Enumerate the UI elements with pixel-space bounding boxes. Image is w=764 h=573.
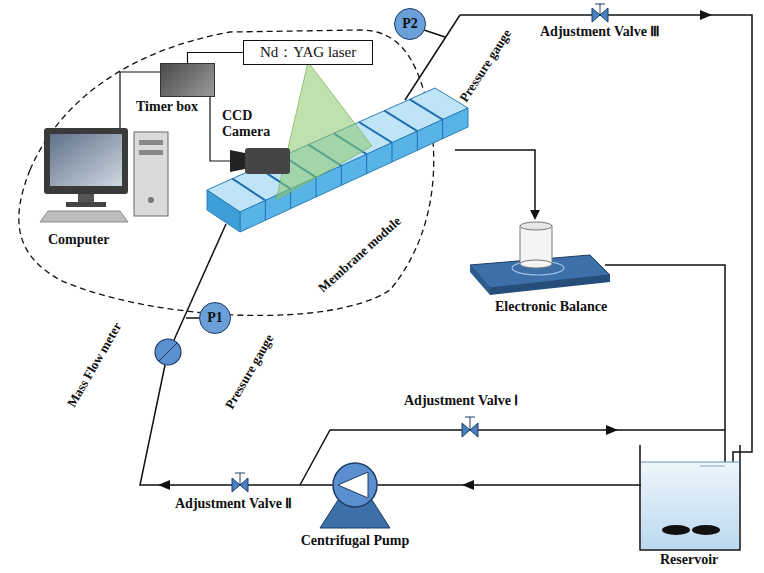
channel-divider bbox=[442, 120, 443, 139]
timer-box: Timer box bbox=[160, 63, 215, 97]
channel-divider bbox=[366, 154, 367, 173]
channel-divider bbox=[232, 179, 265, 201]
mass-flow-meter bbox=[155, 339, 181, 365]
pipe bbox=[140, 15, 752, 485]
reservoir bbox=[641, 462, 739, 463]
reservoir bbox=[662, 525, 690, 535]
centrifugal-pump bbox=[338, 472, 368, 498]
node-text: P2 bbox=[402, 16, 418, 32]
ccd-camera bbox=[245, 148, 290, 174]
electronic-balance bbox=[520, 260, 552, 268]
part-label: Centrifugal Pump bbox=[301, 533, 410, 549]
mass-flow-meter bbox=[159, 343, 177, 361]
centrifugal-pump bbox=[320, 463, 390, 528]
computer-symbol bbox=[78, 194, 94, 202]
node-text: Nd：YAG laser bbox=[260, 43, 356, 62]
part-label: Pressure gauge bbox=[457, 27, 515, 105]
adjustment-valve bbox=[235, 473, 245, 474]
flow-arrow bbox=[530, 210, 540, 220]
computer-symbol bbox=[139, 140, 163, 145]
electronic-balance bbox=[470, 265, 490, 295]
adjustment-valve bbox=[232, 4, 608, 492]
electronic-balance bbox=[520, 222, 552, 230]
reservoir bbox=[640, 445, 740, 550]
pipe bbox=[186, 317, 199, 319]
channel-divider bbox=[265, 200, 266, 220]
electronic-balance bbox=[470, 222, 610, 295]
computer-symbol bbox=[40, 211, 128, 222]
adjustment-valve bbox=[240, 473, 241, 485]
flow-arrow bbox=[606, 425, 618, 435]
signal-wire bbox=[188, 53, 244, 64]
node-text: P1 bbox=[207, 310, 223, 326]
laser-box: Nd：YAG laser bbox=[243, 40, 373, 65]
part-label: Adjustment Valve Ⅱ bbox=[175, 496, 292, 512]
ccd-camera bbox=[230, 150, 245, 172]
laser-sheet bbox=[276, 62, 372, 200]
reservoir bbox=[641, 462, 739, 549]
part-label: Membrane module bbox=[316, 214, 405, 296]
pipe bbox=[455, 150, 535, 214]
computer-symbol bbox=[66, 202, 106, 207]
channel-divider bbox=[392, 143, 393, 162]
flow-arrow bbox=[158, 480, 170, 490]
membrane-module bbox=[207, 190, 240, 232]
computer-symbol bbox=[139, 150, 163, 155]
reservoir bbox=[640, 445, 740, 550]
reservoir bbox=[692, 525, 720, 535]
electronic-balance bbox=[520, 226, 552, 264]
dashed-region bbox=[19, 30, 434, 315]
part-label: Mass Flow meter bbox=[65, 320, 126, 410]
part-label: Pressure gauge bbox=[223, 332, 278, 412]
box-heading: Timer box bbox=[136, 99, 198, 115]
computer-symbol bbox=[50, 134, 122, 186]
adjustment-valve bbox=[600, 4, 601, 15]
computer-symbol bbox=[134, 132, 168, 216]
pressure-gauge-circle: P2 bbox=[394, 8, 426, 40]
part-label: Electronic Balance bbox=[495, 299, 607, 315]
flow-arrow bbox=[158, 10, 738, 490]
flow-arrow bbox=[700, 10, 712, 20]
ccd-camera bbox=[230, 148, 290, 174]
centrifugal-pump bbox=[333, 463, 377, 507]
channel-divider bbox=[410, 99, 443, 119]
part-label: Adjustment Valve Ⅲ bbox=[540, 24, 660, 40]
reservoir bbox=[700, 466, 725, 467]
adjustment-valve bbox=[595, 4, 605, 5]
channel-divider bbox=[316, 177, 317, 197]
channel-divider bbox=[417, 131, 418, 150]
mass-flow-meter bbox=[155, 339, 181, 365]
pressure-gauge-circle: P1 bbox=[199, 302, 231, 334]
computer-symbol bbox=[148, 197, 154, 203]
pipe bbox=[605, 265, 725, 466]
flow-arrow bbox=[462, 480, 474, 490]
pipe bbox=[377, 484, 655, 486]
channel-divider bbox=[384, 111, 417, 131]
part-label: CCD Camera bbox=[222, 108, 280, 140]
electronic-balance bbox=[490, 275, 610, 295]
adjustment-valve bbox=[470, 417, 471, 430]
part-label: Reservoir bbox=[660, 552, 718, 568]
adjustment-valve bbox=[465, 417, 475, 418]
electronic-balance bbox=[512, 261, 564, 275]
channel-divider bbox=[341, 166, 342, 186]
pipe bbox=[424, 30, 445, 37]
computer-symbol bbox=[40, 128, 168, 222]
computer-symbol bbox=[44, 128, 128, 194]
part-label: Adjustment Valve Ⅰ bbox=[404, 393, 518, 409]
part-label: Computer bbox=[48, 232, 109, 248]
